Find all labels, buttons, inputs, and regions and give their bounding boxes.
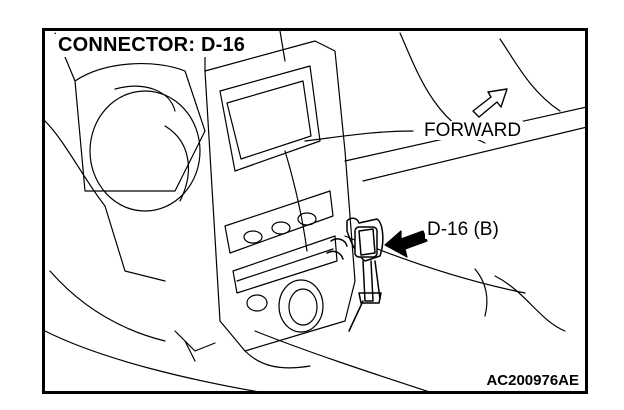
center-console — [174, 31, 356, 369]
speaker-grille — [45, 32, 258, 391]
connector-d16 — [326, 217, 384, 332]
connector-label: D-16 (B) — [425, 219, 501, 240]
forward-arrow-icon — [472, 88, 508, 118]
figure-code: AC200976AE — [484, 372, 581, 389]
diagram-title: CONNECTOR: D-16 — [55, 34, 249, 57]
forward-label: FORWARD — [422, 120, 524, 141]
arrow-pointer-icon — [384, 230, 428, 258]
diagram-frame: CONNECTOR: D-16 FORWARD D-16 (B) AC20097… — [42, 28, 588, 394]
dashboard-illustration — [45, 31, 585, 391]
